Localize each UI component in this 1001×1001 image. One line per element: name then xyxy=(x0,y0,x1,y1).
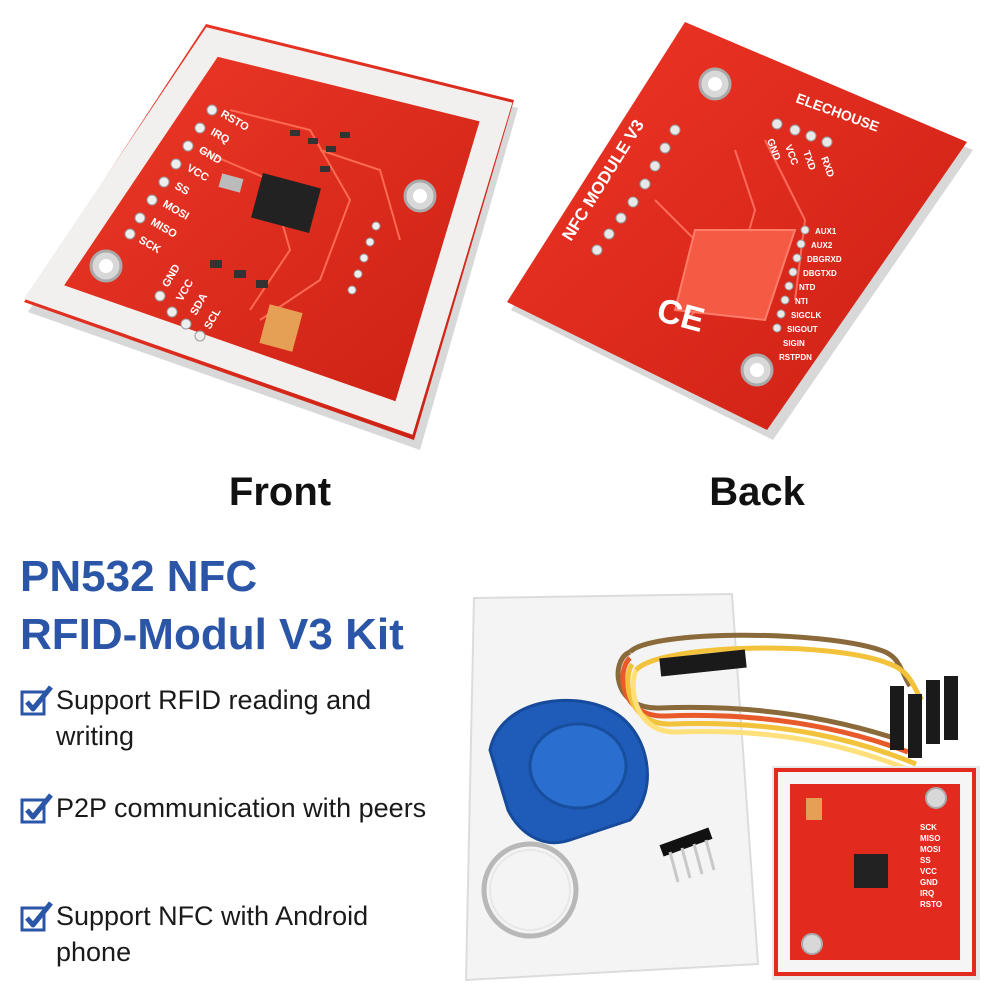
back-side-pin-label: NTD xyxy=(799,283,816,292)
kit-pin-label: VCC xyxy=(920,867,937,876)
feature-item: Support NFC with Android phone xyxy=(20,898,440,970)
back-side-pin-label: NTI xyxy=(795,297,808,306)
kit-pin-label: SCK xyxy=(920,823,937,832)
kit-photo: SCK MISO MOSI SS VCC GND IRQ RSTO xyxy=(460,590,990,990)
product-title: PN532 NFC RFID-Modul V3 Kit xyxy=(20,548,404,664)
checkbox-checked-icon xyxy=(20,685,53,716)
back-caption: Back xyxy=(709,470,805,514)
kit-pin-label: RSTO xyxy=(920,900,942,909)
back-side-pin-label: AUX2 xyxy=(811,241,833,250)
back-side-pin-label: AUX1 xyxy=(815,227,837,236)
kit-pin-label: MISO xyxy=(920,834,940,843)
kit-pin-label: GND xyxy=(920,878,938,887)
checkbox-checked-icon xyxy=(20,793,53,824)
front-board-photo: RSTO IRQ GND VCC SS MOSI MISO SCK GND VC… xyxy=(20,20,520,450)
feature-item: Support RFID reading and writing xyxy=(20,682,440,754)
feature-text: Support NFC with Android phone xyxy=(56,901,369,967)
back-side-pin-label: SIGCLK xyxy=(791,311,821,320)
kit-pin-label: MOSI xyxy=(920,845,940,854)
feature-text: Support RFID reading and writing xyxy=(56,685,372,751)
kit-pin-label: SS xyxy=(920,856,931,865)
product-title-line-1: PN532 NFC xyxy=(20,552,258,601)
back-side-pin-label: DBGTXD xyxy=(803,269,837,278)
product-title-line-2: RFID-Modul V3 Kit xyxy=(20,610,404,659)
feature-text: P2P communication with peers xyxy=(56,793,427,823)
back-side-pin-label: SIGOUT xyxy=(787,325,818,334)
back-side-pin-label: DBGRXD xyxy=(807,255,842,264)
checkbox-checked-icon xyxy=(20,901,53,932)
kit-pin-label: IRQ xyxy=(920,889,934,898)
front-caption: Front xyxy=(228,470,332,514)
back-board-photo: CE ELECHOUSE NFC MODULE V3 GND VCC TXD R… xyxy=(505,20,980,450)
feature-item: P2P communication with peers xyxy=(20,790,440,826)
back-side-pin-label: SIGIN xyxy=(783,339,805,348)
back-side-pin-label: RSTPDN xyxy=(779,353,812,362)
